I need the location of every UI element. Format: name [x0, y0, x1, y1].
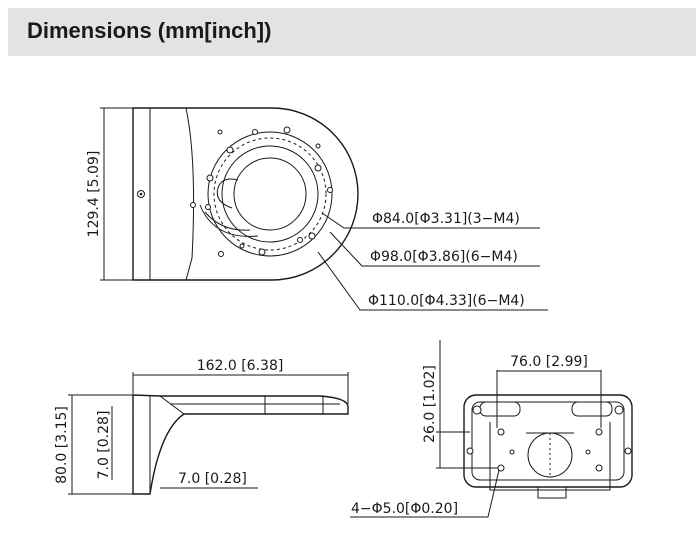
side-thickness-label: 7.0 [0.28]: [178, 471, 247, 487]
mount-hole: [206, 174, 214, 182]
mount-hole: [283, 126, 291, 134]
side-small-height-label: 7.0 [0.28]: [96, 411, 112, 480]
side-view: 162.0 [6.38] 80.0 [3.15] 7.0 [0.28] 7.0 …: [54, 358, 349, 495]
slot-left: [479, 401, 521, 417]
mount-hole: [226, 146, 234, 154]
back-height-label: 26.0 [1.02]: [422, 365, 438, 443]
bolt-circle-110: [207, 131, 333, 257]
mount-hole: [252, 129, 258, 135]
bolt-circle-84: [221, 145, 319, 243]
slot-right: [571, 401, 613, 417]
back-hole-label: 4−Φ5.0[Φ0.20]: [351, 501, 458, 517]
bolt-circle-98: [213, 137, 327, 251]
mount-hole: [595, 464, 603, 472]
section-header: Dimensions (mm[inch]): [8, 8, 696, 56]
mount-hole: [327, 187, 333, 193]
mount-hole: [190, 202, 196, 208]
mount-hole: [258, 248, 266, 256]
mount-hole: [595, 428, 603, 436]
section-title: Dimensions (mm[inch]): [27, 18, 272, 43]
back-plate-outline: [463, 394, 633, 488]
mount-hole: [497, 428, 505, 436]
hole-leader: [350, 469, 500, 518]
callout-110-label: Φ110.0[Φ4.33](6−M4): [368, 293, 525, 309]
top-view-plate-edge: [185, 107, 195, 281]
cable-notch: [216, 178, 239, 209]
cable-channel: [199, 204, 259, 237]
bottom-tab: [537, 487, 567, 499]
callout-98-label: Φ98.0[Φ3.86](6−M4): [370, 249, 518, 265]
mount-hole: [314, 164, 322, 172]
side-height-label: 80.0 [3.15]: [54, 406, 70, 484]
leader-98: [329, 231, 540, 267]
mount-hole: [297, 237, 303, 243]
back-width-label: 76.0 [2.99]: [510, 354, 588, 370]
center-opening: [233, 157, 307, 231]
top-view: 129.4 [5.09] Φ84.0[Φ3.31](3−M4) Φ98.0[Φ3…: [86, 107, 548, 311]
side-screw-icon: [137, 190, 145, 198]
top-height-label: 129.4 [5.09]: [86, 151, 102, 238]
mount-hole: [218, 251, 224, 257]
top-view-outline: [132, 107, 359, 281]
back-view: 76.0 [2.99] 26.0 [1.02] 4−Φ5.0[Φ0.20]: [350, 340, 633, 518]
callout-84-label: Φ84.0[Φ3.31](3−M4): [372, 211, 520, 227]
leader-110: [317, 251, 548, 311]
back-inner-plate: [489, 422, 611, 491]
side-length-label: 162.0 [6.38]: [197, 358, 284, 374]
mount-hole: [205, 204, 211, 210]
mount-hole: [308, 232, 316, 240]
leader-84: [321, 212, 540, 229]
